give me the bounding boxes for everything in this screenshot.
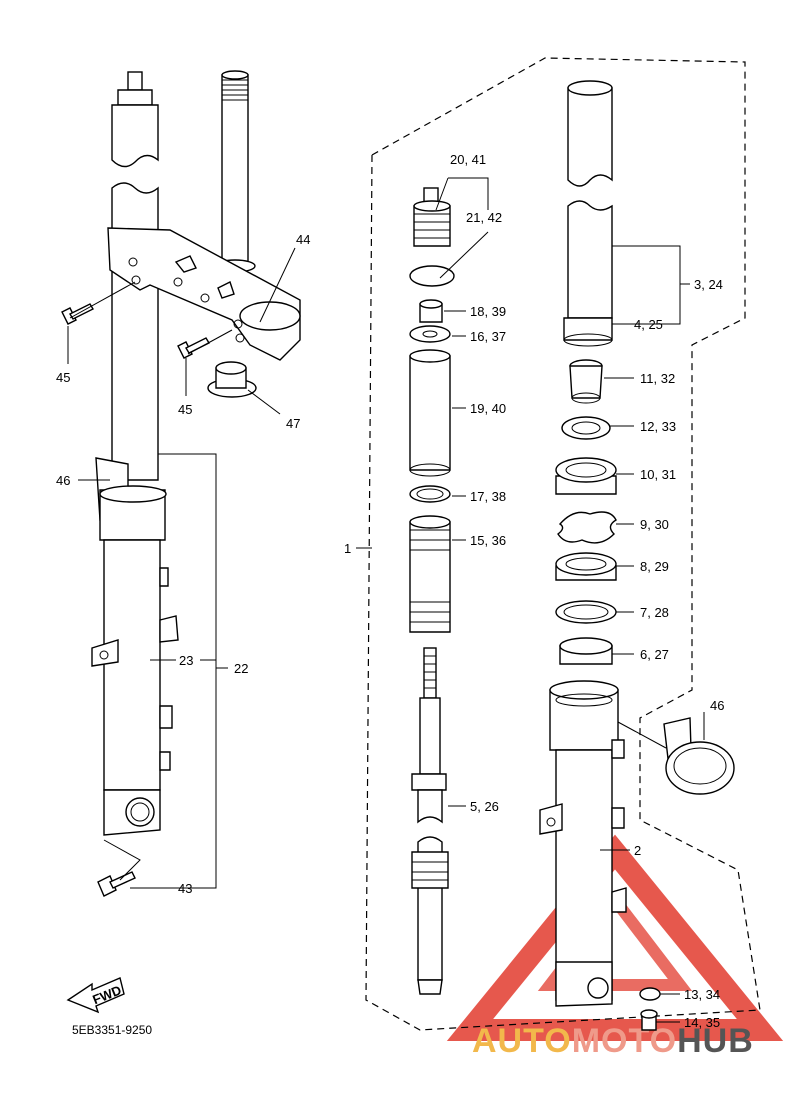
fork-spring-15-36 [409, 515, 451, 633]
spring-seat-17-38 [409, 485, 451, 503]
inner-tube-3-24 [567, 80, 613, 319]
callout-43: 43 [178, 881, 192, 896]
callout-8-29: 8, 29 [640, 559, 669, 574]
oil-lock-piece-11-32 [569, 359, 603, 404]
callout-20-41: 20, 41 [450, 152, 486, 167]
bolt-14-35 [640, 1009, 658, 1031]
callout-9-30: 9, 30 [640, 517, 669, 532]
callout-22: 22 [234, 661, 248, 676]
assembled-fork-left [91, 70, 301, 836]
callout-44: 44 [296, 232, 310, 247]
o-ring-21-42 [409, 265, 455, 287]
outer-tube-bushing-6-27 [559, 637, 613, 665]
callout-15-36: 15, 36 [470, 533, 506, 548]
washer-7-28 [555, 600, 617, 624]
callout-14-35: 14, 35 [684, 1015, 720, 1030]
outer-tube-2 [539, 680, 627, 1007]
assembly-boundary [365, 57, 761, 1031]
callout-46-left: 46 [56, 473, 70, 488]
callout-45-lower: 45 [178, 402, 192, 417]
callout-45-upper: 45 [56, 370, 70, 385]
washer-16-37 [409, 325, 451, 343]
callout-7-28: 7, 28 [640, 605, 669, 620]
watermark-text-auto: AUTO [472, 1022, 572, 1060]
callout-16-37: 16, 37 [470, 329, 506, 344]
callout-2: 2 [634, 843, 641, 858]
bolt-45-lower [177, 337, 210, 359]
callout-23: 23 [179, 653, 193, 668]
watermark-text-moto: MOTO [572, 1022, 677, 1060]
fwd-label: FWD [90, 982, 123, 1007]
watermark-logo: AUTOMOTOHUB [446, 834, 784, 1060]
cap-bolt-20-41 [413, 187, 451, 247]
fwd-arrow-icon: FWD [66, 977, 125, 1014]
callout-10-31: 10, 31 [640, 467, 676, 482]
callout-1: 1 [344, 541, 351, 556]
nut-18-39 [419, 299, 443, 323]
retaining-clip-9-30 [557, 511, 617, 544]
svg-text:AUTOMOTOHUB: AUTOMOTOHUB [472, 1022, 754, 1060]
dust-seal-10-31 [555, 457, 617, 495]
callout-21-42: 21, 42 [466, 210, 502, 225]
callout-11-32: 11, 32 [640, 371, 675, 386]
diagram-code: 5EB3351-9250 [72, 1023, 152, 1037]
callout-3-24: 3, 24 [694, 277, 723, 292]
cap-47 [207, 361, 257, 398]
callout-47: 47 [286, 416, 300, 431]
callout-19-40: 19, 40 [470, 401, 506, 416]
washer-13-34 [639, 987, 661, 1001]
callout-4-25: 4, 25 [634, 317, 663, 332]
callout-6-27: 6, 27 [640, 647, 669, 662]
oil-seal-8-29 [555, 552, 617, 581]
spacer-19-40 [409, 349, 451, 477]
bolt-43 [97, 871, 136, 897]
slide-bushing-4-25 [563, 317, 613, 347]
callout-13-34: 13, 34 [684, 987, 720, 1002]
watermark-text-hub: HUB [677, 1022, 754, 1060]
slide-bushing-12-33 [561, 416, 611, 440]
callout-46-right: 46 [710, 698, 724, 713]
callout-17-38: 17, 38 [470, 489, 506, 504]
callout-18-39: 18, 39 [470, 304, 506, 319]
callout-5-26: 5, 26 [470, 799, 499, 814]
damper-rod-5-26 [411, 647, 449, 995]
fork-guard-46 [663, 717, 735, 795]
callout-12-33: 12, 33 [640, 419, 676, 434]
